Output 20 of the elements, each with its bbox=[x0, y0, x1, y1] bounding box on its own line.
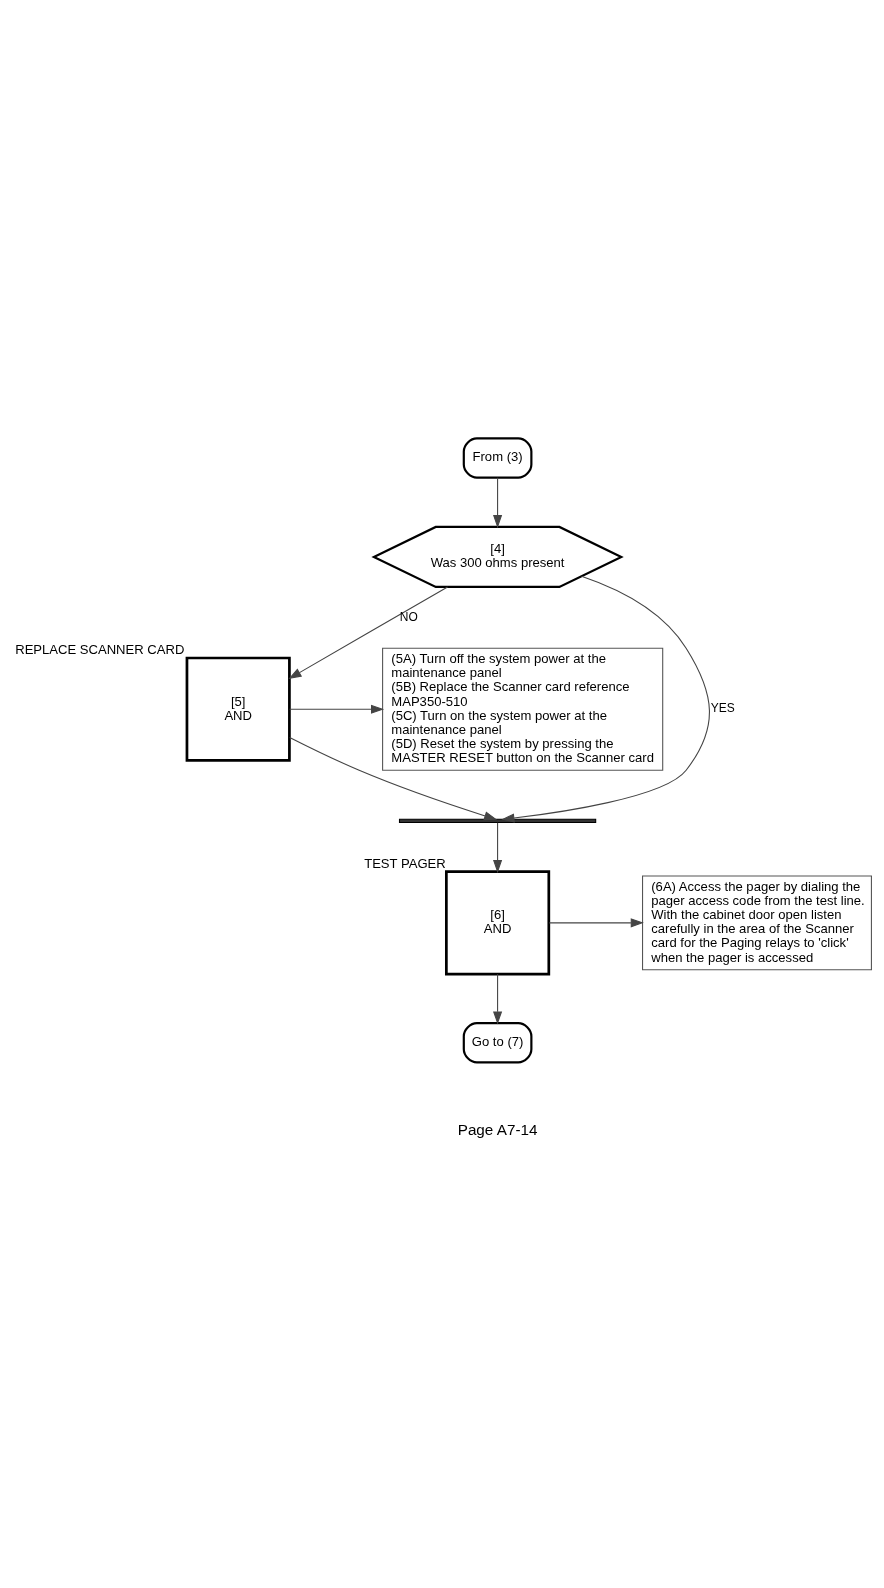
arrow bbox=[493, 476, 503, 528]
arrow bbox=[288, 585, 449, 679]
node-box: Go to (7) bbox=[462, 1021, 533, 1063]
arrow bbox=[493, 821, 503, 873]
node-label: TEST PAGER bbox=[364, 855, 446, 871]
node-box: From (3) bbox=[462, 436, 533, 479]
arrow bbox=[548, 917, 644, 927]
label: Page A7-14 bbox=[457, 1120, 538, 1138]
node-box: [6] AND bbox=[445, 869, 551, 975]
node-box: (6A) Access the pager by dialing the pager access code from the test line. With the cabinet door open listen carefully in the area of the Scanner card for the Paging relays to 'click' when the pager is accessed bbox=[642, 874, 872, 970]
arrow bbox=[501, 575, 710, 823]
edge-label: YES bbox=[710, 700, 735, 715]
edge-label: NO bbox=[399, 609, 418, 624]
node-box: (5A) Turn off the system power at the maintenance panel (5B) Replace the Scanner card reference MAP350-510 (5C) Turn on the system power at the maintenance panel (5D) Reset the system by pressing the MASTER RESET button on the Scanner card bbox=[382, 647, 664, 771]
node-box: [5] AND bbox=[185, 656, 291, 762]
arrow bbox=[289, 736, 498, 820]
arrow bbox=[493, 973, 503, 1024]
arrow bbox=[289, 704, 385, 714]
node-label: REPLACE SCANNER CARD bbox=[15, 641, 185, 657]
node-bar bbox=[398, 818, 597, 823]
